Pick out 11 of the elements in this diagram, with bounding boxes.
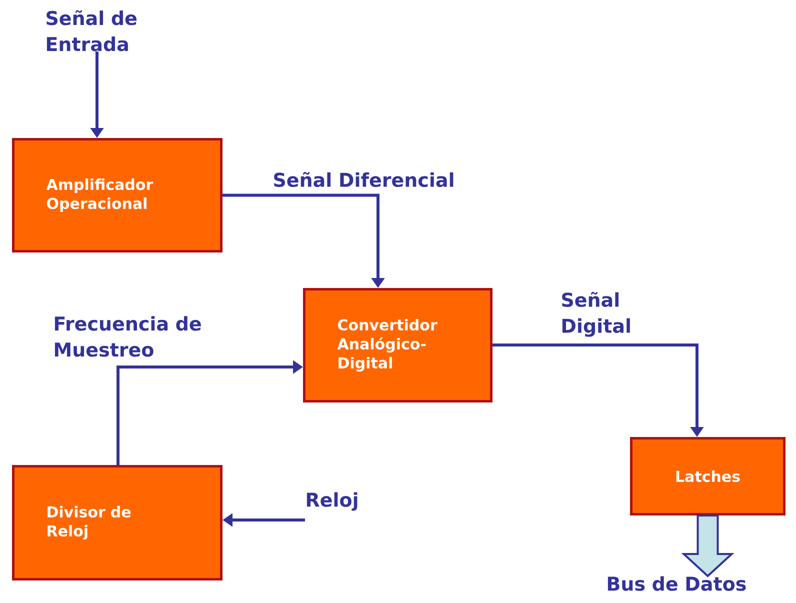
process-box: Divisor de Reloj <box>12 465 222 580</box>
process-box: Latches <box>630 437 786 516</box>
signal-label: Reloj <box>306 492 358 511</box>
process-box: Amplificador Operacional <box>12 138 222 252</box>
process-box: Convertidor Analógico-Digital <box>303 288 492 402</box>
edge-label: Señal Digital <box>562 292 630 337</box>
block-arrow <box>681 514 734 578</box>
signal-label: Bus de Datos <box>608 576 746 591</box>
signal-label: Señal de Entrada <box>46 10 137 52</box>
edge-label: Frecuencia de Muestreo <box>54 316 201 357</box>
edge-label: Señal Diferencial <box>274 172 454 188</box>
